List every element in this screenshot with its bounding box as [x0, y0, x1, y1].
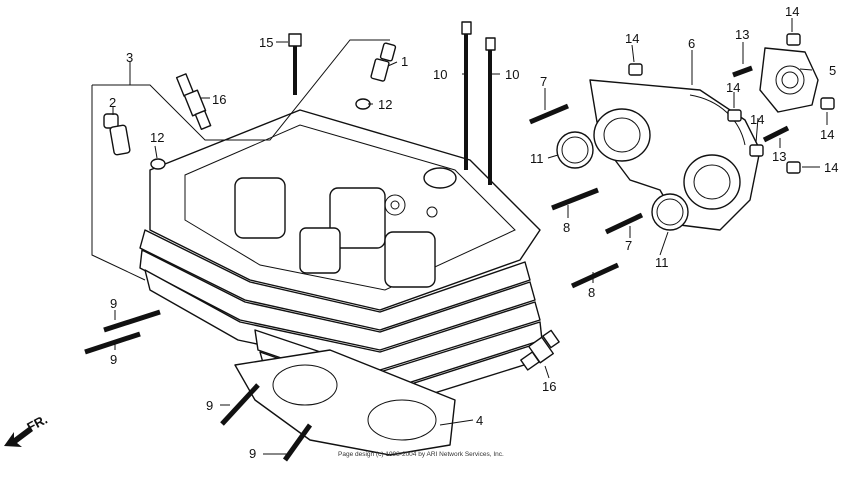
label-part-1: 1 [401, 54, 408, 69]
front-direction-arrow: FR. [4, 412, 50, 447]
label-part-4: 4 [476, 413, 483, 428]
part-labels: 1 2 3 4 5 6 7 7 8 8 9 9 9 9 10 10 11 11 … [109, 4, 838, 461]
label-part-12: 12 [378, 97, 392, 112]
label-part-8: 8 [563, 220, 570, 235]
studs [529, 65, 790, 289]
label-part-14: 14 [625, 31, 639, 46]
spark-plug-lower [520, 329, 560, 371]
label-part-13: 13 [735, 27, 749, 42]
nuts [628, 33, 835, 174]
label-part-8: 8 [588, 285, 595, 300]
leader-lines [112, 18, 828, 455]
o-ring-small [355, 98, 371, 110]
intake-manifold [589, 79, 761, 231]
label-part-13: 13 [772, 149, 786, 164]
label-part-14: 14 [785, 4, 799, 19]
long-bolts [461, 21, 496, 185]
label-part-14: 14 [750, 112, 764, 127]
label-part-10: 10 [433, 67, 447, 82]
label-part-2: 2 [109, 95, 116, 110]
label-part-9: 9 [249, 446, 256, 461]
label-part-3: 3 [126, 50, 133, 65]
label-part-9: 9 [110, 296, 117, 311]
label-part-12: 12 [150, 130, 164, 145]
head-gasket [234, 349, 456, 456]
label-part-15: 15 [259, 35, 273, 50]
label-part-9: 9 [206, 398, 213, 413]
fitting-1 [370, 42, 397, 82]
label-part-7: 7 [625, 238, 632, 253]
label-part-16: 16 [212, 92, 226, 107]
label-part-7: 7 [540, 74, 547, 89]
label-part-16: 16 [542, 379, 556, 394]
label-part-11: 11 [655, 255, 669, 270]
assembly-bracket-3 [91, 85, 146, 281]
label-part-14: 14 [726, 80, 740, 95]
fitting-2 [103, 113, 131, 156]
label-part-11: 11 [530, 151, 544, 166]
label-part-10: 10 [505, 67, 519, 82]
label-part-14: 14 [824, 160, 838, 175]
copyright-notice: Page design (c) 1998-2004 by ARI Network… [338, 451, 504, 458]
label-part-14: 14 [820, 127, 834, 142]
manifold-flange [759, 47, 819, 113]
label-part-9: 9 [110, 352, 117, 367]
assembly-bracket-3-top [92, 39, 390, 141]
label-part-6: 6 [688, 36, 695, 51]
spark-plug-upper [175, 73, 212, 130]
studs-9 [84, 309, 313, 462]
bolt-15 [288, 33, 302, 95]
label-part-5: 5 [829, 63, 836, 78]
o-ring-small [150, 158, 166, 170]
